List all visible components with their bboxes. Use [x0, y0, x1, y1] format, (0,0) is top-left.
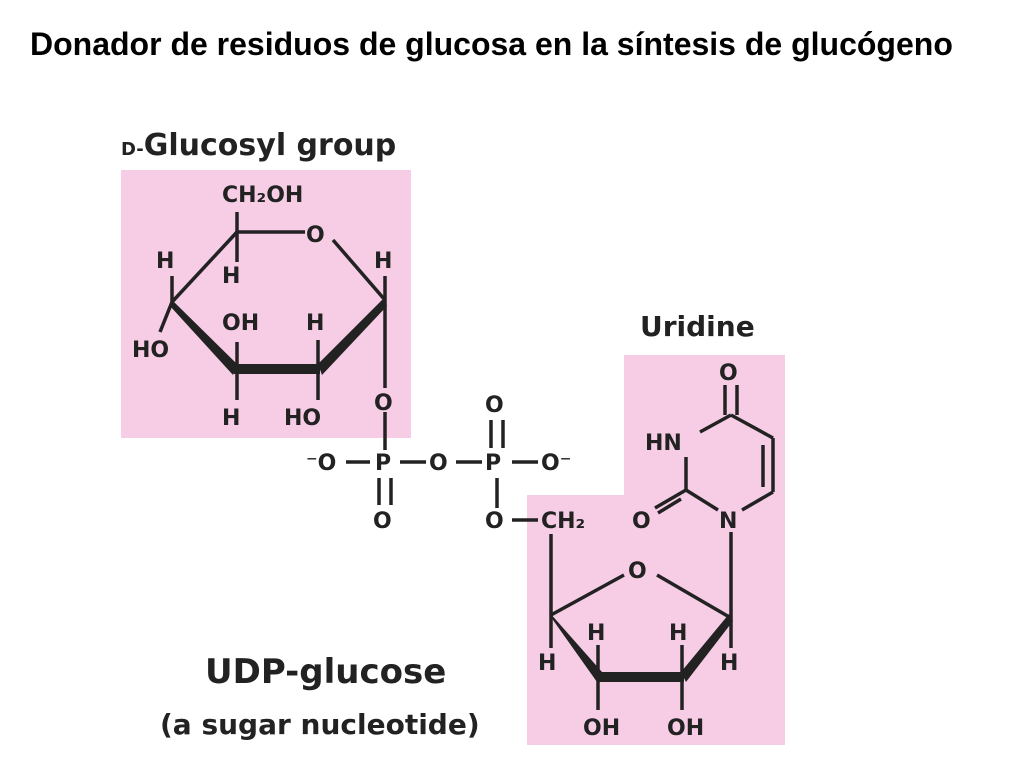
atom-rib-oh2: OH: [667, 716, 704, 741]
atom-h-c4: H: [156, 249, 174, 274]
atom-uracil-o-left: O: [632, 509, 651, 534]
atom-ho-c4: HO: [132, 338, 169, 363]
atom-o-p2-top: O: [485, 393, 504, 418]
atom-rib-h2: H: [669, 621, 687, 646]
ribose-ring: [549, 573, 733, 710]
atom-rib-h1: H: [587, 621, 605, 646]
atom-ho-c2: HO: [284, 406, 321, 431]
atom-o-neg-left: ⁻O: [306, 451, 336, 476]
atom-h-c5: H: [222, 264, 240, 289]
atom-oh-c3: OH: [222, 311, 259, 336]
sugar-nucleotide-label: (a sugar nucleotide): [160, 708, 480, 741]
atom-rib-h4: H: [538, 651, 556, 676]
atom-ch2oh: CH₂OH: [222, 183, 303, 208]
atom-ribose-o: O: [628, 559, 647, 584]
atom-o-p1-bottom: O: [373, 509, 392, 534]
glucosyl-group-text: Glucosyl group: [143, 128, 397, 163]
udp-glucose-label: UDP-glucose: [205, 652, 447, 692]
atom-h-c3: H: [222, 406, 240, 431]
glucose-ring: [158, 212, 387, 400]
atom-o-bridge: O: [429, 451, 448, 476]
atom-uracil-n: N: [719, 509, 737, 534]
glucosyl-prefix: D-: [121, 139, 144, 160]
atom-ring-o: O: [306, 223, 325, 248]
atom-o-neg-right: O⁻: [541, 451, 571, 476]
glucosyl-highlight: [121, 170, 411, 438]
diphosphate-bonds: [346, 412, 553, 615]
atom-o-link: O: [374, 391, 393, 416]
slide-title: Donador de residuos de glucosa en la sín…: [30, 26, 953, 62]
atom-uracil-hn: HN: [645, 431, 682, 456]
atom-p2: P: [485, 451, 501, 476]
uracil-ring: [654, 385, 775, 618]
glucosyl-group-label: D-Glucosyl group: [121, 128, 396, 163]
atom-h-c2: H: [306, 311, 324, 336]
atom-rib-h3: H: [720, 651, 738, 676]
atom-o-ester: O: [485, 509, 504, 534]
atom-rib-oh3: OH: [583, 716, 620, 741]
atom-h-c1: H: [374, 249, 392, 274]
uridine-highlight: [527, 355, 785, 745]
atom-ch2-ribose: CH₂: [541, 509, 585, 534]
uridine-label: Uridine: [640, 310, 755, 343]
atom-p1: P: [375, 451, 391, 476]
atom-uracil-o-top: O: [719, 361, 738, 386]
